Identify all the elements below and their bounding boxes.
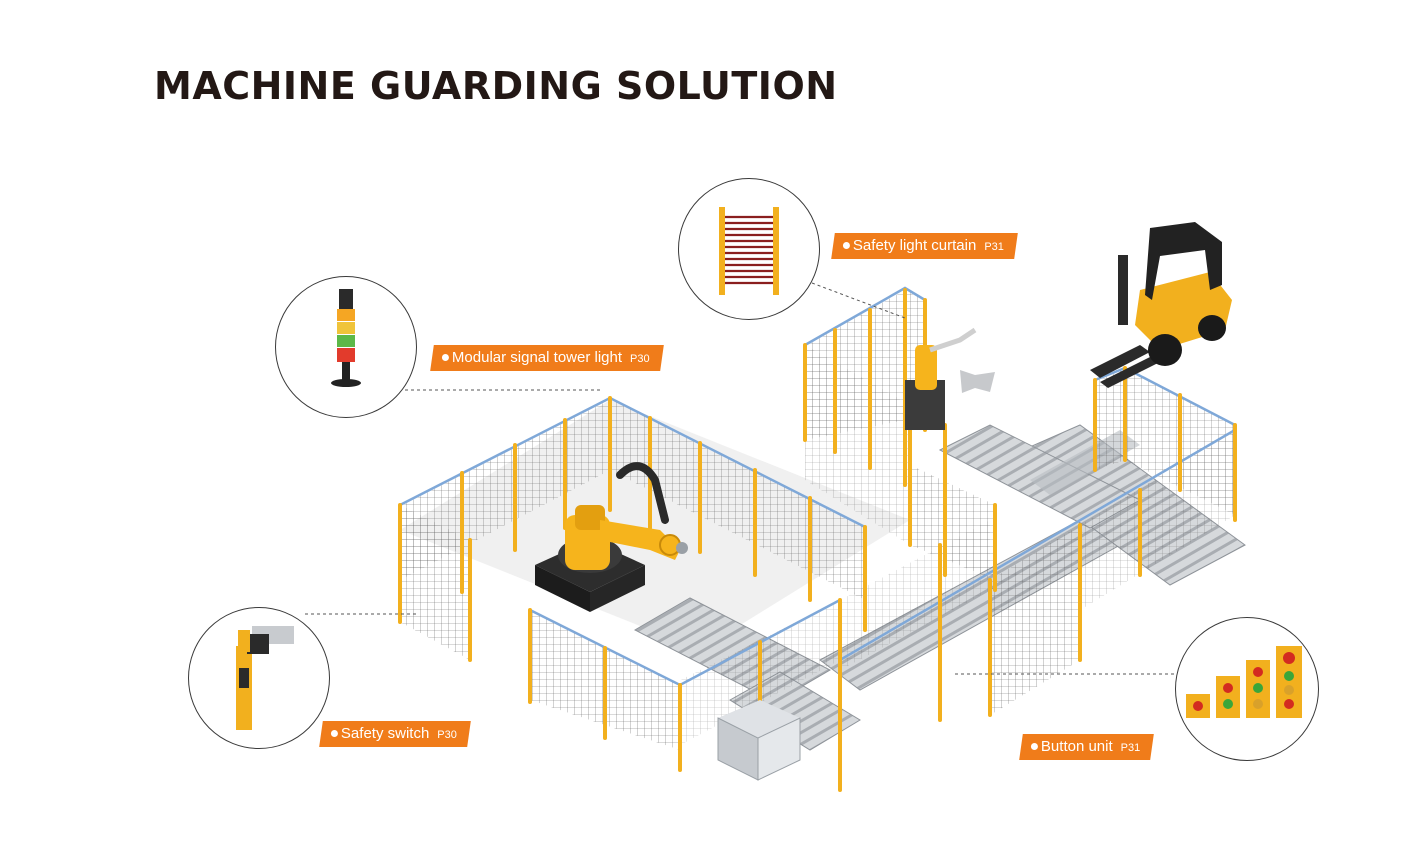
forklift	[1090, 222, 1232, 388]
industrial-robot	[535, 462, 688, 612]
signal-tower-circle	[275, 276, 417, 418]
light-curtain-tag[interactable]: Safety light curtain P31	[831, 233, 1018, 259]
light-curtain-icon	[719, 207, 779, 295]
right-enclosure-fence	[839, 366, 1236, 715]
button-unit-page: P31	[1120, 742, 1141, 754]
safety-switch-page: P30	[437, 729, 457, 741]
safety-switch-icon	[236, 626, 294, 730]
page-title: MACHINE GUARDING SOLUTION	[154, 64, 838, 108]
light-curtain-label: Safety light curtain	[852, 237, 977, 254]
safety-switch-label: Safety switch	[340, 725, 430, 742]
gripper-robot	[905, 327, 995, 430]
safety-switch-tag[interactable]: Safety switch P30	[319, 721, 471, 747]
bullet-dot	[330, 730, 338, 737]
button-unit-tag[interactable]: Button unit P31	[1019, 734, 1155, 760]
signal-tower-tag[interactable]: Modular signal tower light P30	[430, 345, 664, 371]
leader-lines	[305, 282, 1175, 675]
electrical-cabinet	[717, 700, 801, 781]
fence-posts	[398, 288, 1237, 792]
bullet-dot	[1030, 743, 1038, 750]
bullet-dot	[441, 354, 449, 361]
safety-switch-circle	[188, 607, 330, 749]
left-enclosure-fence	[399, 396, 866, 750]
button-unit-circle	[1175, 617, 1319, 761]
signal-tower-label: Modular signal tower light	[451, 349, 623, 366]
button-unit-icon	[1186, 646, 1302, 718]
button-unit-label: Button unit	[1040, 738, 1113, 755]
signal-tower-icon	[331, 289, 361, 387]
signal-tower-page: P30	[630, 353, 650, 365]
light-curtain-circle	[678, 178, 820, 320]
light-curtain-page: P31	[984, 241, 1004, 253]
bullet-dot	[842, 242, 850, 249]
